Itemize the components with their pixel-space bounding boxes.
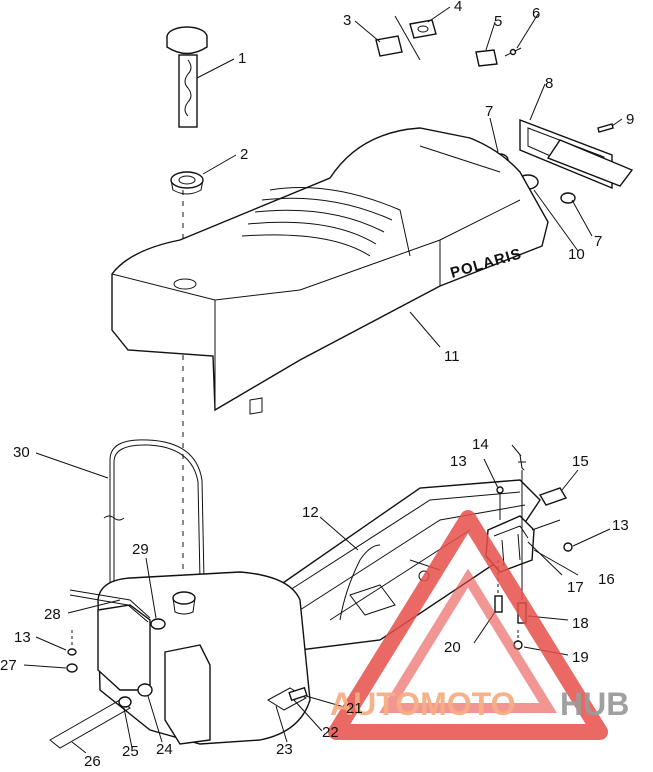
callout-16: 16 — [598, 571, 615, 588]
callout-22: 22 — [322, 724, 339, 741]
callout-4: 4 — [454, 0, 462, 15]
callout-15: 15 — [572, 453, 589, 470]
callout-23: 23 — [276, 741, 293, 758]
callout-18: 18 — [572, 615, 589, 632]
callout-2: 2 — [240, 146, 248, 163]
callout-21: 21 — [346, 700, 363, 717]
callout-24: 24 — [156, 741, 173, 758]
decal-plates — [375, 15, 522, 67]
watermark: AUTOMOTO HUB — [328, 510, 629, 740]
callout-12: 12 — [302, 504, 319, 521]
fuel-cap — [166, 26, 208, 128]
callout-20: 20 — [444, 639, 461, 656]
callout-29: 29 — [132, 541, 149, 558]
fuel-tank — [49, 571, 311, 749]
watermark-brand-primary: AUTOMOTO — [330, 686, 515, 722]
callout-13a: 13 — [450, 453, 467, 470]
seat-assembly: POLARIS — [111, 127, 549, 415]
callout-19: 19 — [572, 649, 589, 666]
callout-13c: 13 — [14, 629, 31, 646]
callout-28: 28 — [44, 606, 61, 623]
callout-30: 30 — [13, 444, 30, 461]
watermark-triangle — [328, 510, 608, 740]
callout-26: 26 — [84, 753, 101, 767]
callout-labels: 1 2 3 4 5 6 8 9 7 7 10 11 30 14 13 15 12… — [0, 0, 634, 770]
grommet — [170, 171, 204, 195]
callout-1: 1 — [238, 50, 246, 67]
callout-27: 27 — [0, 657, 17, 674]
watermark-brand-secondary: HUB — [560, 686, 629, 722]
callout-9: 9 — [626, 111, 634, 128]
fuel-line — [103, 439, 217, 590]
callout-3: 3 — [343, 12, 351, 29]
callout-7a: 7 — [485, 103, 493, 120]
callout-14: 14 — [472, 436, 489, 453]
callout-8: 8 — [545, 75, 553, 92]
callout-25: 25 — [122, 743, 139, 760]
callout-13b: 13 — [612, 517, 629, 534]
callout-17: 17 — [567, 579, 584, 596]
callout-5: 5 — [494, 13, 502, 30]
callout-11: 11 — [444, 348, 460, 365]
callout-6: 6 — [532, 5, 540, 22]
callout-7b: 7 — [594, 233, 602, 250]
callout-10: 10 — [568, 246, 585, 263]
